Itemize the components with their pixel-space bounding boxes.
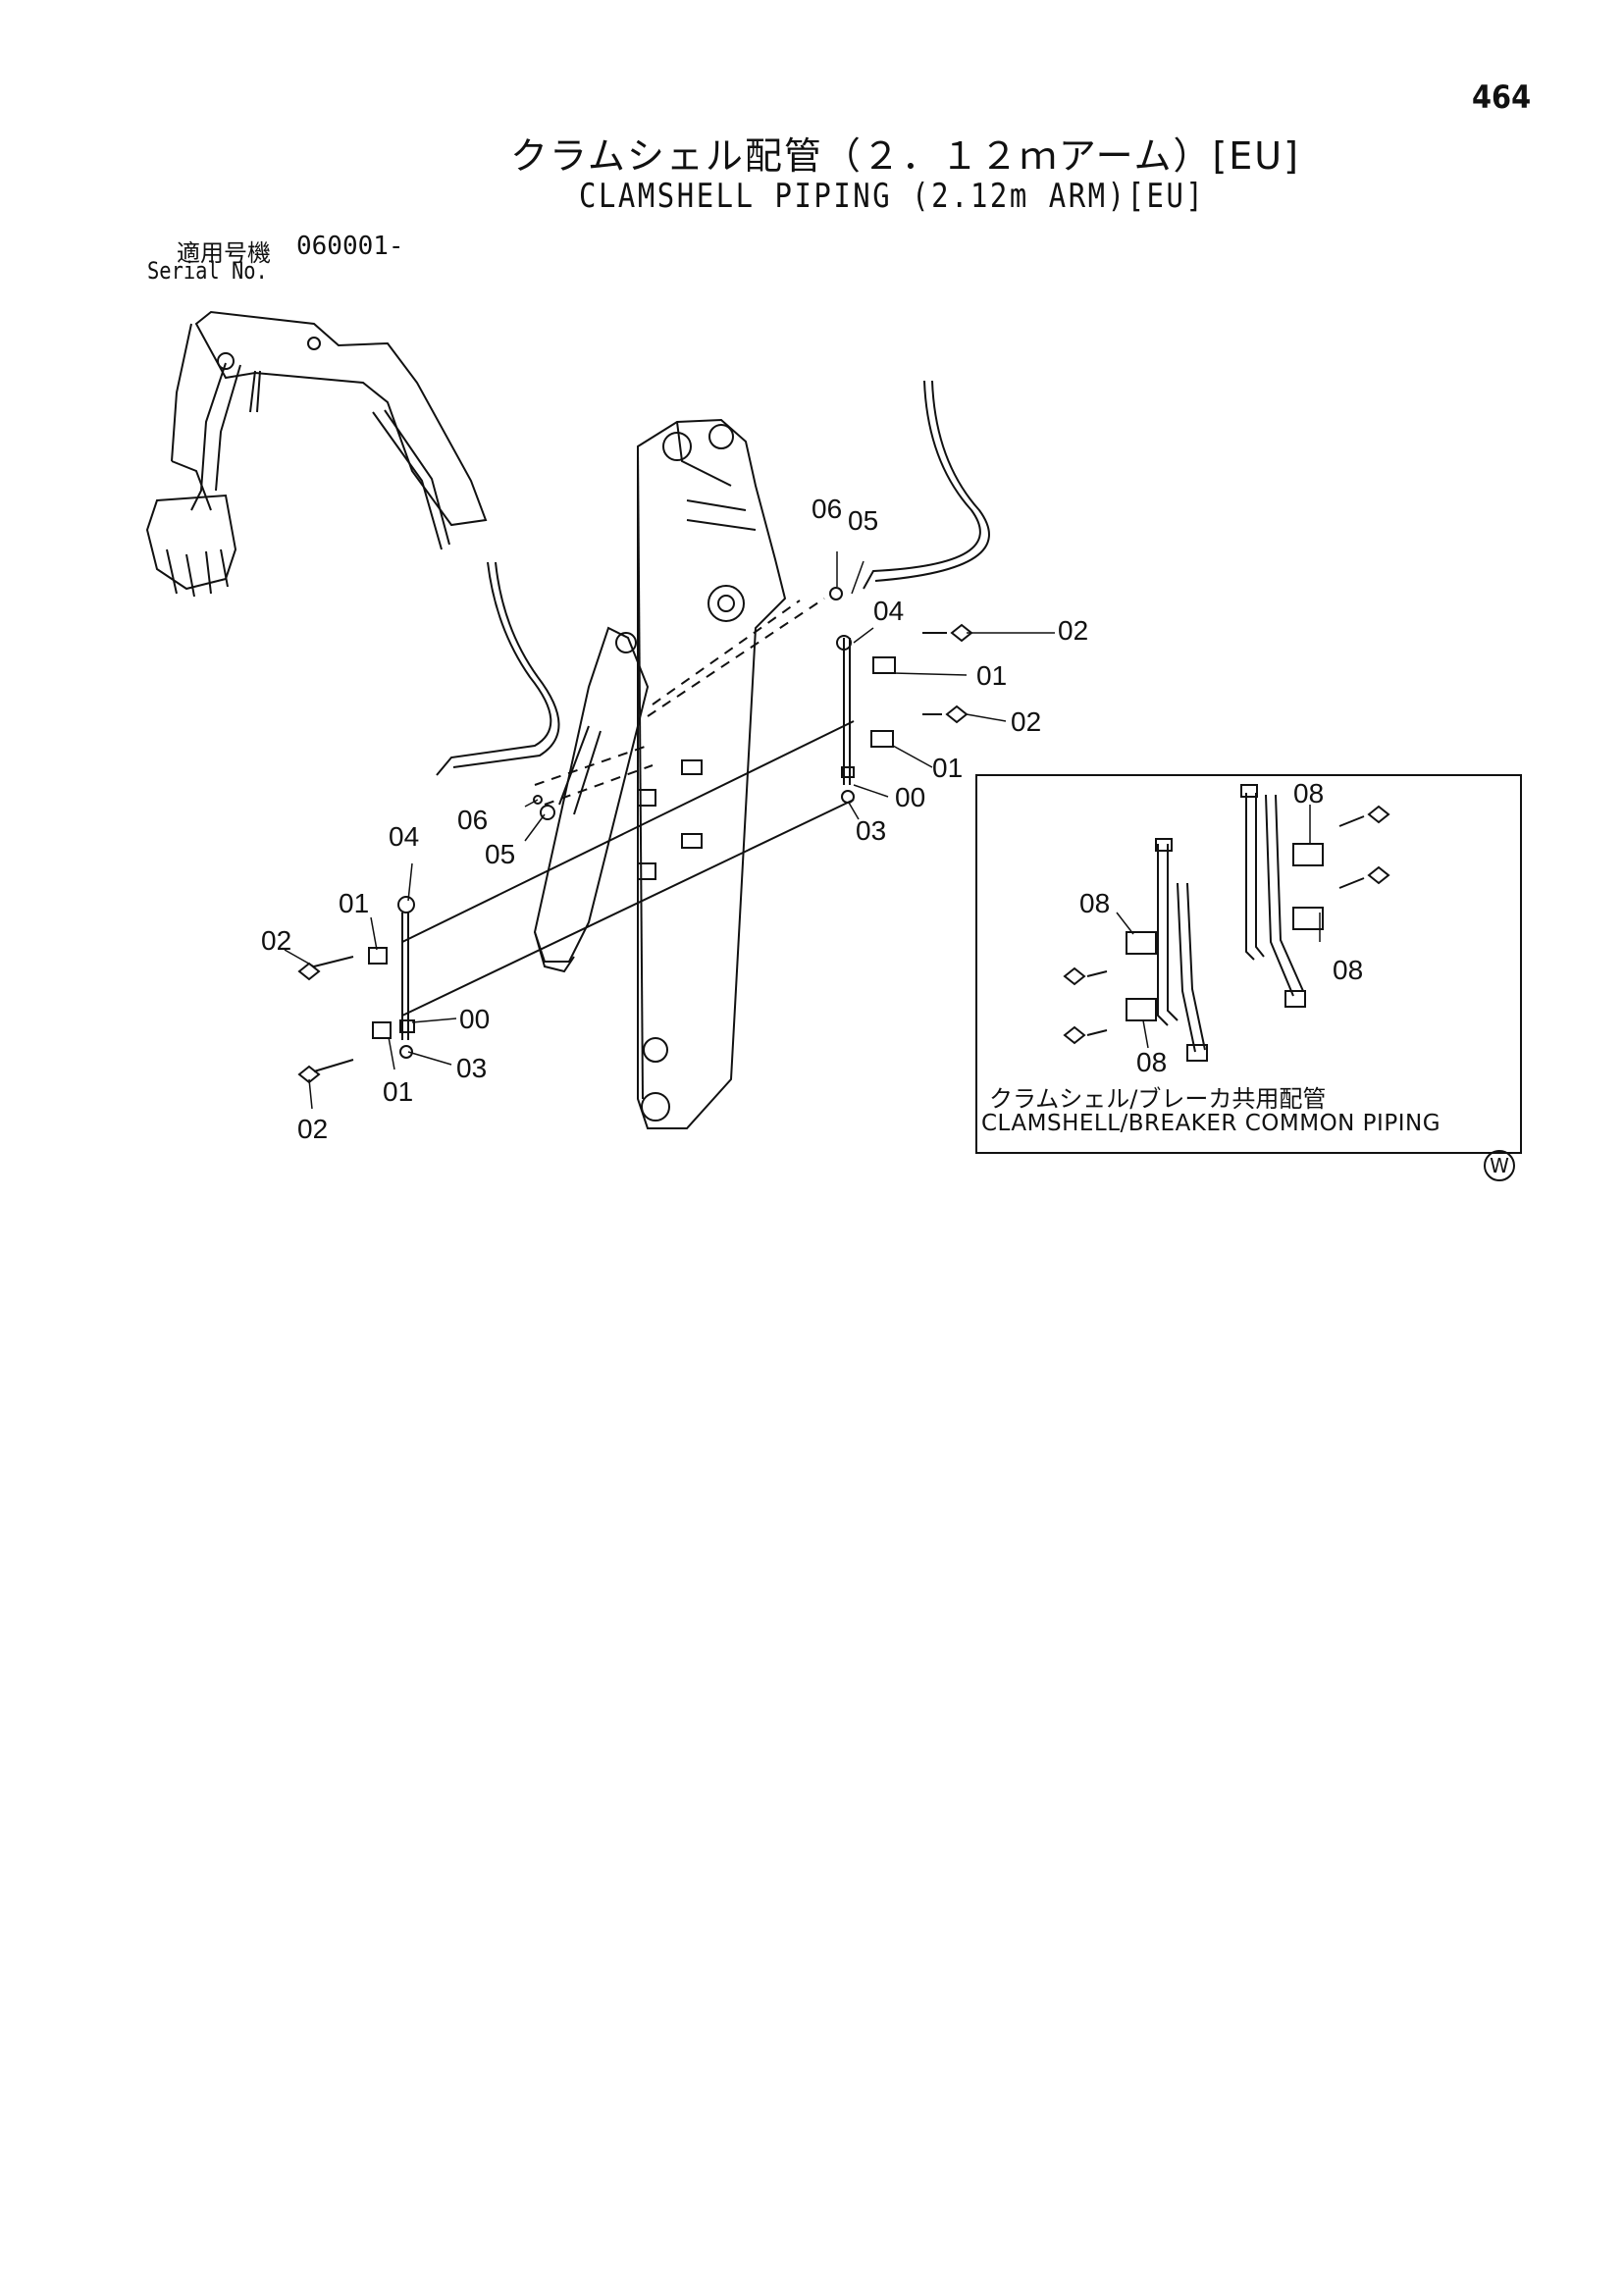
part-label: 06 xyxy=(812,494,842,524)
hose-left xyxy=(436,561,560,776)
page-number: 464 xyxy=(1472,78,1532,116)
inset-common-piping xyxy=(975,774,1522,1154)
part-label: 02 xyxy=(297,1114,328,1144)
arm-cylinder xyxy=(533,626,650,973)
serial-label-japanese: 適用号機 xyxy=(177,239,271,267)
part-label: 05 xyxy=(485,839,515,869)
leader-lines xyxy=(284,551,1055,1110)
part-label: 04 xyxy=(389,821,419,852)
part-label: 01 xyxy=(339,888,369,918)
part-label: 01 xyxy=(383,1076,413,1107)
page-title-english: CLAMSHELL PIPING (2.12m ARM)[EU] xyxy=(579,177,1206,216)
part-label: 08 xyxy=(1333,955,1363,985)
left-fittings xyxy=(297,795,555,1084)
part-label: 08 xyxy=(1136,1047,1167,1077)
excavator-overview-drawing xyxy=(145,310,488,598)
part-label: 01 xyxy=(976,660,1007,691)
inset-caption-english: CLAMSHELL/BREAKER COMMON PIPING xyxy=(981,1111,1441,1136)
part-label: 00 xyxy=(459,1004,490,1034)
part-label: 06 xyxy=(457,805,488,835)
part-label: 08 xyxy=(1079,888,1110,918)
part-label: 08 xyxy=(1293,778,1324,809)
part-label: 01 xyxy=(932,753,963,783)
part-label: 05 xyxy=(848,505,878,536)
corner-mark-circle: W xyxy=(1484,1150,1515,1181)
page-title-japanese: クラムシェル配管（２．１２ｍアーム）[EU] xyxy=(510,134,1300,178)
part-label: 02 xyxy=(1011,706,1041,737)
part-label: 02 xyxy=(261,925,291,956)
reference-dashed-lines xyxy=(534,598,825,806)
part-label: 04 xyxy=(873,596,904,626)
inset-caption-japanese: クラムシェル/ブレーカ共用配管 xyxy=(989,1085,1327,1113)
part-label: 02 xyxy=(1058,615,1088,646)
serial-label-english: Serial No. xyxy=(147,257,268,285)
pipe-assembly-lines xyxy=(401,638,855,1040)
arm-structure xyxy=(637,418,787,1129)
part-label: 00 xyxy=(895,782,925,812)
part-label: 03 xyxy=(856,815,886,846)
part-label: 03 xyxy=(456,1053,487,1083)
part-labels-inset: 08 08 08 08 xyxy=(1079,778,1363,1077)
hose-right xyxy=(863,380,990,590)
part-labels-main: 06 05 04 02 01 02 01 00 03 06 05 04 01 0… xyxy=(261,494,1088,1144)
serial-number-value: 060001- xyxy=(296,232,404,261)
